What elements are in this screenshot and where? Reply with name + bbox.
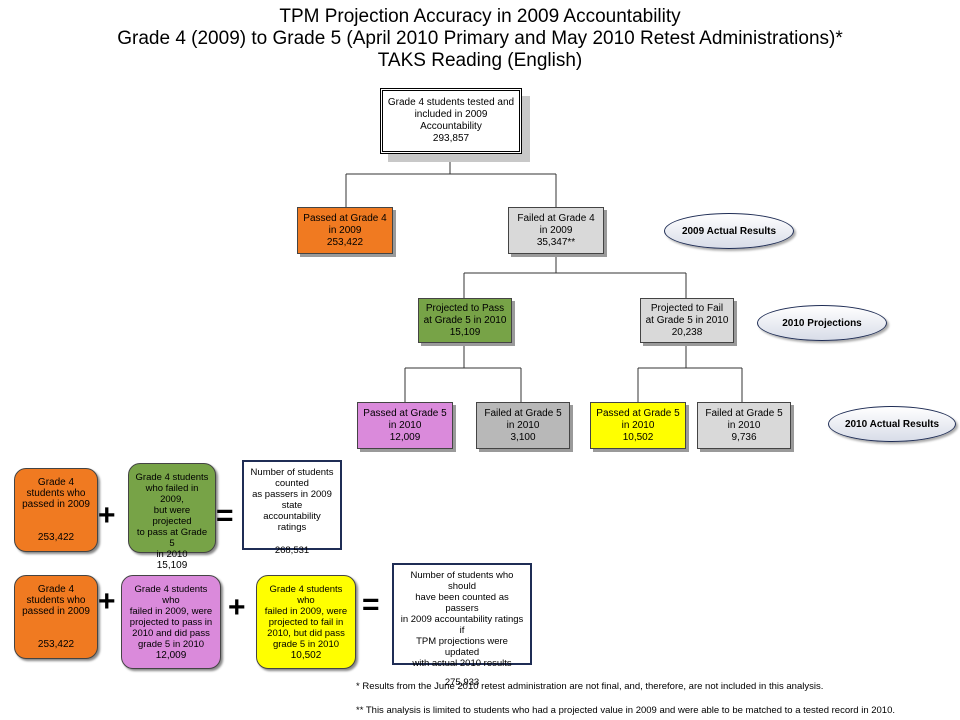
eq2-box2-line-5: grade 5 in 2010 [137, 639, 205, 650]
eq2-box2-line-4: 2010 and did pass [132, 628, 210, 639]
eq1-plus-sign: + [98, 499, 116, 532]
pp-failed-grade5-node: Failed at Grade 5 in 2010 3,100 [476, 402, 570, 449]
eq2-result-value: 275,933 [444, 677, 480, 688]
eq2-box2-line-1: Grade 4 students who [134, 584, 208, 606]
eq1-result-value: 268,531 [274, 545, 310, 556]
eq1-result-line-2: as passers in 2009 state [252, 489, 332, 511]
footnote-1: * Results from the June 2010 retest admi… [356, 681, 824, 692]
eq2-box1-line-2: students who [26, 595, 86, 606]
pf-passed-label-2: in 2010 [621, 419, 655, 431]
pp-failed-label-1: Failed at Grade 5 [484, 407, 562, 419]
pp-passed-value: 12,009 [389, 431, 421, 443]
eq1-box1-line-3: passed in 2009 [22, 499, 90, 510]
root-label-3: Accountability [420, 121, 482, 132]
passed-grade4-label-1: Passed at Grade 4 [303, 212, 387, 224]
eq2-result-box: Number of students who should have been … [392, 563, 532, 688]
eq1-box2-value: 15,109 [156, 560, 188, 571]
pp-failed-value: 3,100 [510, 431, 536, 443]
label-2009-actual-results: 2009 Actual Results [664, 213, 794, 249]
eq2-box3-line-4: 2010, but did pass [267, 628, 345, 639]
eq2-box1-line-3: passed in 2009 [22, 606, 90, 617]
eq2-result-line-1: Number of students who should [410, 570, 514, 592]
pf-failed-value: 9,736 [731, 431, 757, 443]
passed-grade4-node: Passed at Grade 4 in 2009 253,422 [297, 207, 393, 254]
root-label-1: Grade 4 students tested and [387, 97, 515, 108]
footnote-2: ** This analysis is limited to students … [356, 705, 896, 716]
passed-grade4-label-2: in 2009 [328, 224, 362, 236]
eq1-box2-text: Grade 4 students who failed in 2009, but… [133, 472, 211, 560]
projected-pass-node: Projected to Pass at Grade 5 in 2010 15,… [418, 298, 512, 343]
failed-grade4-value: 35,347** [536, 236, 576, 248]
label-2010-actual-results: 2010 Actual Results [828, 406, 956, 442]
projected-fail-label-2: at Grade 5 in 2010 [645, 314, 729, 326]
eq2-box2-line-2: failed in 2009, were [129, 606, 213, 617]
eq2-plus-sign-2: + [228, 591, 246, 624]
eq1-box2-line-3: but were projected [152, 505, 192, 527]
root-label-2: included in 2009 [414, 109, 488, 120]
eq1-result-box: Number of students counted as passers in… [242, 460, 342, 556]
pf-failed-label-1: Failed at Grade 5 [705, 407, 783, 419]
eq1-box1-text: Grade 4 students who passed in 2009 [19, 477, 93, 510]
eq2-box3-text: Grade 4 students who failed in 2009, wer… [261, 584, 351, 650]
eq1-box1-line-2: students who [26, 488, 86, 499]
pp-failed-label-2: in 2010 [506, 419, 540, 431]
eq2-plus-sign-1: + [98, 585, 116, 618]
pp-passed-grade5-node: Passed at Grade 5 in 2010 12,009 [357, 402, 453, 449]
projected-pass-value: 15,109 [449, 326, 481, 338]
eq2-equals-sign: = [362, 588, 380, 621]
eq2-box1-text: Grade 4 students who passed in 2009 [19, 584, 93, 617]
eq1-box2-line-1: Grade 4 students [135, 472, 209, 483]
eq2-box3-line-1: Grade 4 students who [269, 584, 343, 606]
failed-grade4-label-2: in 2009 [539, 224, 573, 236]
pf-failed-label-2: in 2010 [727, 419, 761, 431]
pp-passed-label-2: in 2010 [388, 419, 422, 431]
projected-fail-node: Projected to Fail at Grade 5 in 2010 20,… [640, 298, 734, 343]
failed-grade4-label-1: Failed at Grade 4 [517, 212, 595, 224]
eq2-box2-text: Grade 4 students who failed in 2009, wer… [126, 584, 216, 650]
eq2-passed-2009-box: Grade 4 students who passed in 2009 253,… [14, 575, 98, 659]
eq2-result-line-2: have been counted as passers [415, 592, 509, 614]
pf-passed-label-1: Passed at Grade 5 [596, 407, 680, 419]
eq1-result-line-3: accountability ratings [263, 511, 321, 533]
passed-grade4-value: 253,422 [326, 236, 364, 248]
eq2-result-line-5: with actual 2010 results [412, 658, 512, 669]
eq2-result-line-4: TPM projections were updated [416, 636, 508, 658]
title-line-2: Grade 4 (2009) to Grade 5 (April 2010 Pr… [117, 28, 843, 49]
pf-passed-grade5-node: Passed at Grade 5 in 2010 10,502 [590, 402, 686, 449]
eq1-box2-line-4: to pass at Grade 5 [136, 527, 208, 549]
projected-pass-label-2: at Grade 5 in 2010 [423, 314, 507, 326]
eq2-box1-line-1: Grade 4 [37, 584, 75, 595]
root-value: 293,857 [432, 133, 470, 144]
title-line-1: TPM Projection Accuracy in 2009 Accounta… [279, 6, 681, 27]
eq2-pp-passed-box: Grade 4 students who failed in 2009, wer… [121, 575, 221, 669]
eq2-pf-passed-box: Grade 4 students who failed in 2009, wer… [256, 575, 356, 669]
eq1-passed-2009-box: Grade 4 students who passed in 2009 253,… [14, 468, 98, 552]
eq1-box1-line-1: Grade 4 [37, 477, 75, 488]
eq2-result-line-3: in 2009 accountability ratings if [400, 614, 524, 636]
title-line-3: TAKS Reading (English) [377, 50, 583, 71]
eq1-equals-sign: = [216, 499, 234, 532]
eq2-box2-line-3: projected to pass in [129, 617, 213, 628]
label-2010-projections: 2010 Projections [757, 305, 887, 341]
pp-passed-label-1: Passed at Grade 5 [363, 407, 447, 419]
eq2-box2-value: 12,009 [155, 650, 187, 661]
projected-fail-label-1: Projected to Fail [650, 302, 724, 314]
eq1-result-line-1: Number of students counted [250, 467, 334, 489]
root-node: Grade 4 students tested and included in … [380, 88, 522, 154]
eq1-box1-value: 253,422 [37, 532, 75, 543]
eq1-box2-line-2: who failed in 2009, [145, 483, 199, 505]
eq2-box3-line-3: projected to fail in [268, 617, 344, 628]
projected-pass-label-1: Projected to Pass [425, 302, 505, 314]
failed-grade4-node: Failed at Grade 4 in 2009 35,347** [508, 207, 604, 254]
eq2-box3-line-2: failed in 2009, were [264, 606, 348, 617]
projected-fail-value: 20,238 [671, 326, 703, 338]
pf-failed-grade5-node: Failed at Grade 5 in 2010 9,736 [697, 402, 791, 449]
eq1-box2-line-5: in 2010 [156, 549, 188, 560]
eq2-box3-value: 10,502 [290, 650, 322, 661]
eq2-box3-line-5: grade 5 in 2010 [272, 639, 340, 650]
pf-passed-value: 10,502 [622, 431, 654, 443]
eq2-box1-value: 253,422 [37, 639, 75, 650]
eq1-projected-pass-box: Grade 4 students who failed in 2009, but… [128, 463, 216, 571]
